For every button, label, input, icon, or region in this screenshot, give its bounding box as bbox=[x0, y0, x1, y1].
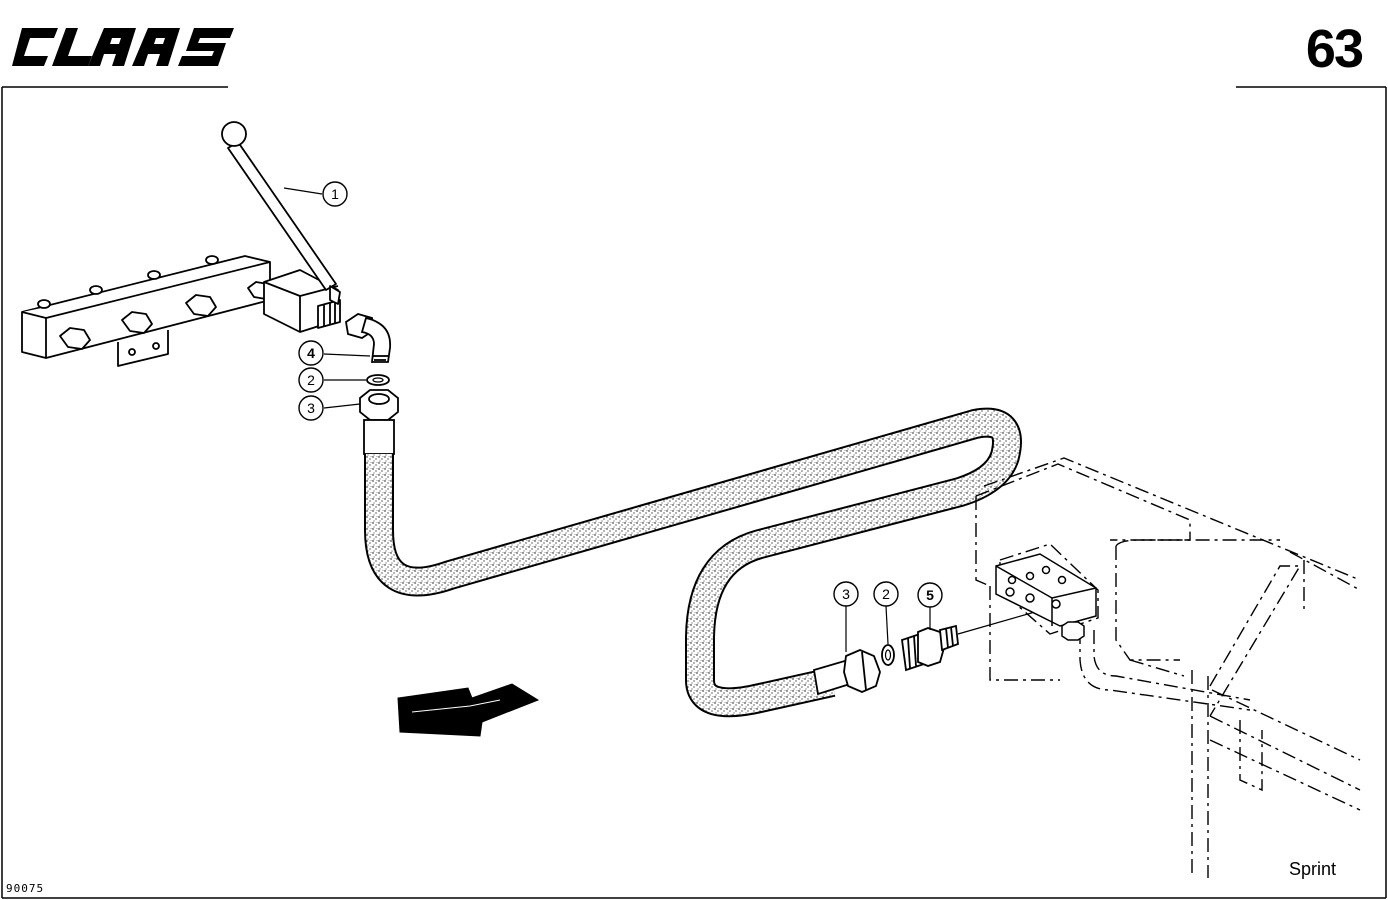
hose-nut-upper bbox=[359, 389, 399, 455]
hose-nut-lower bbox=[812, 649, 881, 696]
callout-5: 5 bbox=[917, 582, 943, 608]
travel-direction-arrow bbox=[397, 683, 540, 737]
drawing-number: 90075 bbox=[6, 882, 45, 895]
callout-3-upper: 3 bbox=[298, 395, 324, 421]
callout-2-lower: 2 bbox=[873, 581, 899, 607]
callout-1: 1 bbox=[322, 181, 348, 207]
hydraulic-hose bbox=[364, 407, 1022, 718]
claas-logo bbox=[12, 28, 234, 66]
callout-leaders bbox=[283, 187, 931, 652]
control-lever-valve bbox=[221, 121, 341, 333]
svg-text:4: 4 bbox=[307, 345, 315, 361]
svg-text:3: 3 bbox=[842, 586, 850, 602]
model-name: Sprint bbox=[1289, 859, 1337, 879]
svg-text:1: 1 bbox=[331, 186, 339, 202]
callout-3-lower: 3 bbox=[833, 581, 859, 607]
svg-text:5: 5 bbox=[926, 587, 934, 603]
frame-connection-block bbox=[995, 553, 1097, 641]
machine-frame-outline bbox=[975, 457, 1361, 878]
callout-4: 4 bbox=[298, 340, 324, 366]
page-frame bbox=[1, 86, 1387, 899]
screw-connector bbox=[901, 624, 959, 672]
elbow-fitting bbox=[345, 313, 391, 363]
page-number: 63 bbox=[1305, 19, 1364, 79]
svg-text:2: 2 bbox=[307, 372, 315, 388]
svg-text:3: 3 bbox=[307, 400, 315, 416]
callout-2-upper: 2 bbox=[298, 367, 324, 393]
svg-text:2: 2 bbox=[882, 586, 890, 602]
valve-block-manifold bbox=[21, 255, 273, 367]
